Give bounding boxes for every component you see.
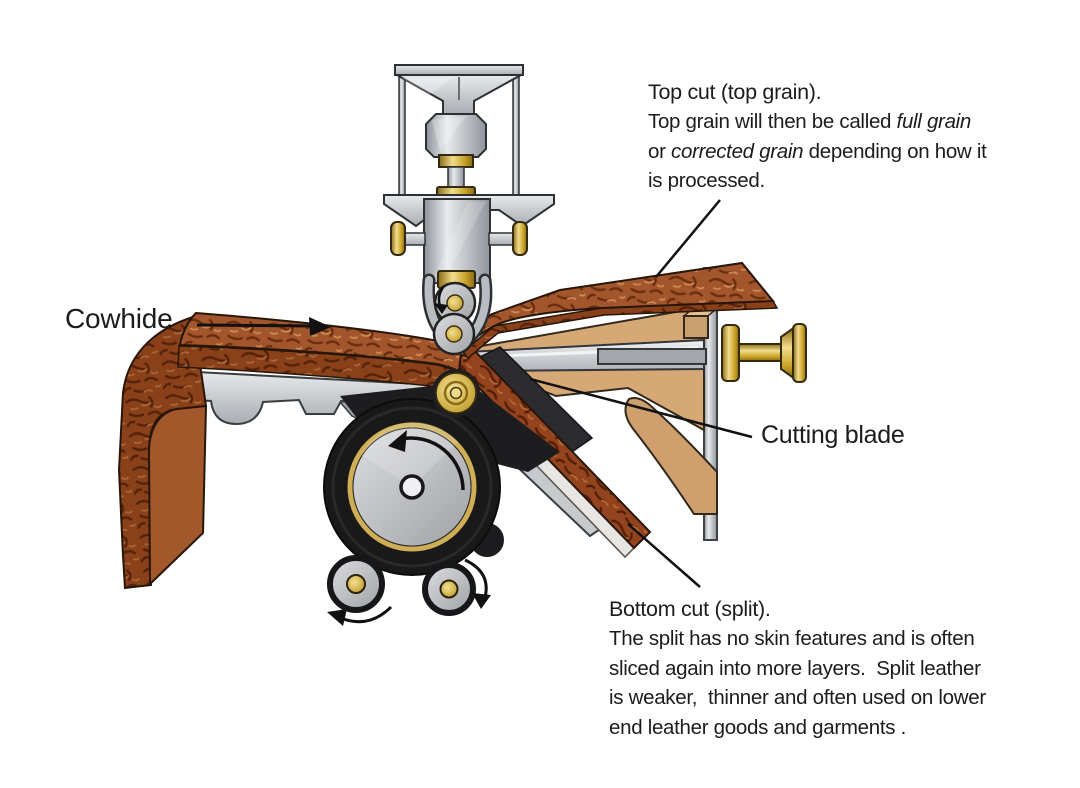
press-assembly [383, 64, 555, 356]
funnel-highlight [402, 78, 452, 94]
bottom-cut-line-2: sliced again into more layers. Split lea… [609, 656, 981, 680]
bottom-cut-annotation: Bottom cut (split). The split has no ski… [609, 594, 1029, 742]
annotation-lines [196, 199, 753, 588]
main-roller-rotation-arrowhead [388, 430, 407, 452]
bracket-highlight [432, 202, 486, 280]
annotation-line-top-cut [655, 199, 721, 278]
tire-sheen [331, 406, 493, 568]
brass-feed-roller [432, 369, 480, 417]
text-segment: depending on how it [803, 139, 987, 163]
left-bottom-roller [327, 555, 385, 613]
main-roller-rotation-arrow-icon [400, 436, 465, 491]
top-cut-line-3: is processed. [648, 166, 1028, 196]
feed-direction-arrow-icon [196, 323, 315, 328]
blade-adjust-rod [597, 348, 707, 365]
disc-highlight [361, 422, 458, 487]
text-segment-italic: corrected grain [671, 139, 804, 163]
press-stem [447, 166, 465, 190]
top-cut-title: Top cut (top grain). [648, 80, 822, 104]
top-cut-line-2: or corrected grain depending on how it [648, 137, 1028, 167]
main-roller-group [323, 369, 560, 626]
side-bar-right [488, 232, 514, 246]
press-roller-arrowhead [434, 303, 448, 314]
bottom-cut-title: Bottom cut (split). [609, 597, 771, 621]
top-cut-line-1: Top grain will then be called full grain [648, 107, 1028, 137]
bottom-cut-line-3: is weaker, thinner and often used on low… [609, 686, 986, 709]
text-segment: is processed. [648, 169, 765, 192]
cowhide-drape-underside [147, 404, 208, 587]
brass-collar [438, 154, 474, 168]
text-segment: or [648, 139, 672, 163]
press-head-block [425, 113, 487, 158]
adjuster-knob [721, 323, 807, 383]
bottom-cut-line-4: end leather goods and garments . [609, 715, 906, 739]
left-roller-arrowhead [327, 609, 347, 626]
block-highlight [432, 116, 466, 152]
cutting-blade-label: Cutting blade [761, 421, 905, 449]
cowhide-and-table [117, 311, 469, 590]
right-roller-arrowhead [472, 593, 491, 609]
main-roller-axle-hole [399, 474, 425, 500]
cowhide-label: Cowhide [65, 303, 173, 334]
press-roller-lower [432, 312, 476, 356]
top-cut-edge [461, 300, 779, 360]
tan-block [683, 315, 709, 339]
annotation-line-bottom-cut [627, 523, 701, 588]
brass-knob-right [512, 221, 528, 256]
frame-rod-left [398, 69, 406, 211]
bracket-body [423, 198, 491, 284]
feed-direction-arrowhead [309, 317, 331, 336]
main-roller-brass-ring [347, 422, 477, 552]
frame-rod-right [512, 69, 520, 211]
annotation-line-cutting-blade [529, 377, 753, 439]
right-bottom-roller [422, 562, 476, 616]
feed-table [177, 369, 457, 426]
cutting-blade-assembly [463, 323, 807, 383]
cowhide-sheet [178, 311, 463, 373]
text-segment-italic: full grain [896, 110, 972, 133]
side-bar-left [402, 232, 426, 246]
frame-top-bar [394, 64, 524, 76]
top-cut-annotation: Top cut (top grain). Top grain will then… [648, 77, 1028, 196]
text-segment: Top grain will then be called [648, 110, 897, 133]
tan-support-tongue [624, 397, 718, 515]
brass-knob-left [390, 221, 406, 256]
bottom-cut-line-1: The split has no skin features and is of… [609, 627, 975, 650]
